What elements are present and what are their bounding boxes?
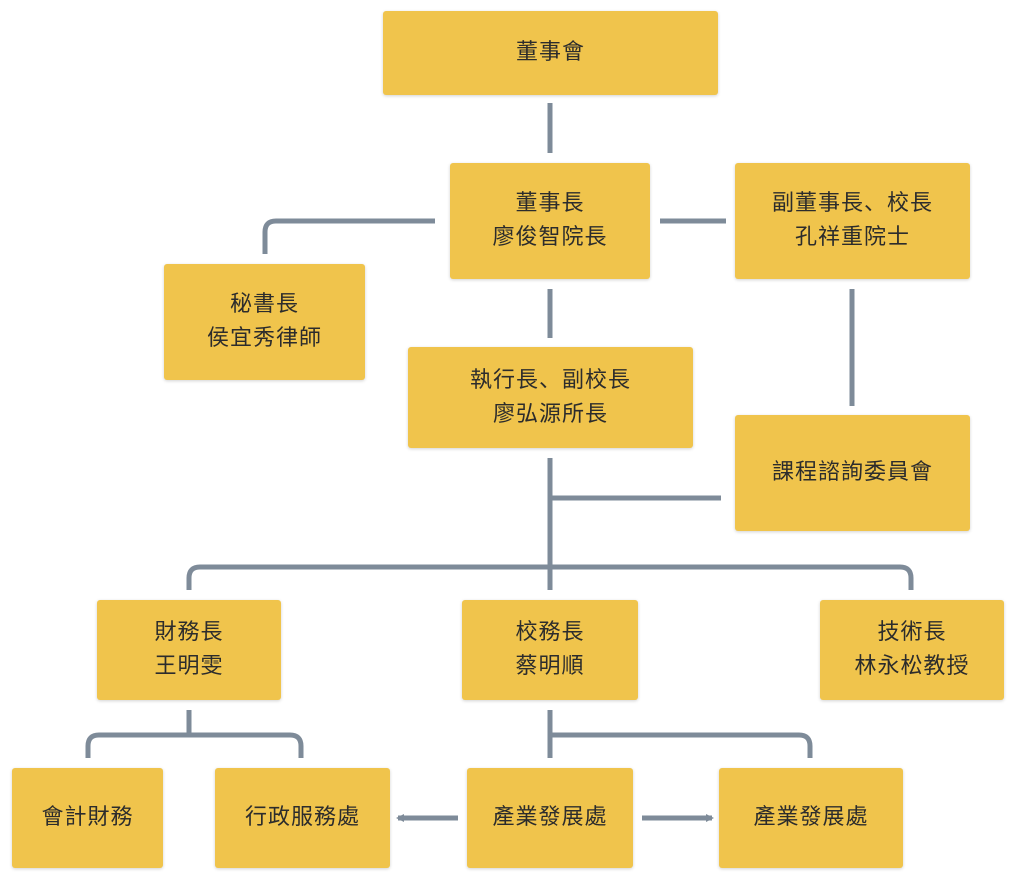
node-label: 董事會 (515, 40, 585, 65)
node-title: 財務長 (154, 620, 224, 645)
node-academic-affairs: 校務長 蔡明順 (462, 600, 638, 700)
node-cfo: 財務長 王明雯 (97, 600, 281, 700)
node-industry-development-secondary: 產業發展處 (719, 768, 903, 868)
node-ceo: 執行長、副校長 廖弘源所長 (408, 347, 693, 448)
node-person: 侯宜秀律師 (206, 326, 322, 351)
node-label: 行政服務處 (244, 805, 360, 830)
node-industry-development: 產業發展處 (467, 768, 633, 868)
node-title: 技術長 (877, 620, 947, 645)
node-title: 董事長 (515, 191, 585, 216)
node-vice-chairman: 副董事長、校長 孔祥重院士 (735, 163, 970, 279)
node-label: 會計財務 (41, 805, 134, 830)
node-accounting-finance: 會計財務 (12, 768, 163, 868)
node-title: 執行長、副校長 (469, 367, 631, 393)
node-person: 廖俊智院長 (492, 225, 608, 250)
connector-chairman-secretary (262, 218, 435, 254)
node-person: 王明雯 (154, 654, 224, 679)
node-curriculum-committee: 課程諮詢委員會 (735, 415, 970, 531)
node-person: 林永松教授 (854, 654, 970, 679)
node-label: 產業發展處 (492, 805, 608, 830)
node-board-of-directors: 董事會 (383, 11, 718, 95)
node-title: 秘書長 (229, 292, 299, 317)
connector-academic-children (550, 732, 813, 758)
node-label: 課程諮詢委員會 (771, 460, 933, 485)
node-label: 產業發展處 (753, 805, 869, 830)
node-cto: 技術長 林永松教授 (820, 600, 1004, 700)
node-person: 蔡明順 (515, 654, 585, 679)
node-title: 校務長 (515, 620, 585, 645)
connector-cfo-children (85, 732, 304, 758)
node-secretary-general: 秘書長 侯宜秀律師 (164, 264, 365, 380)
connector-level3-bar (186, 564, 914, 590)
node-chairman: 董事長 廖俊智院長 (450, 163, 650, 279)
node-admin-services: 行政服務處 (215, 768, 390, 868)
node-title: 副董事長、校長 (771, 191, 933, 216)
node-person: 孔祥重院士 (794, 225, 910, 250)
node-person: 廖弘源所長 (492, 401, 608, 427)
